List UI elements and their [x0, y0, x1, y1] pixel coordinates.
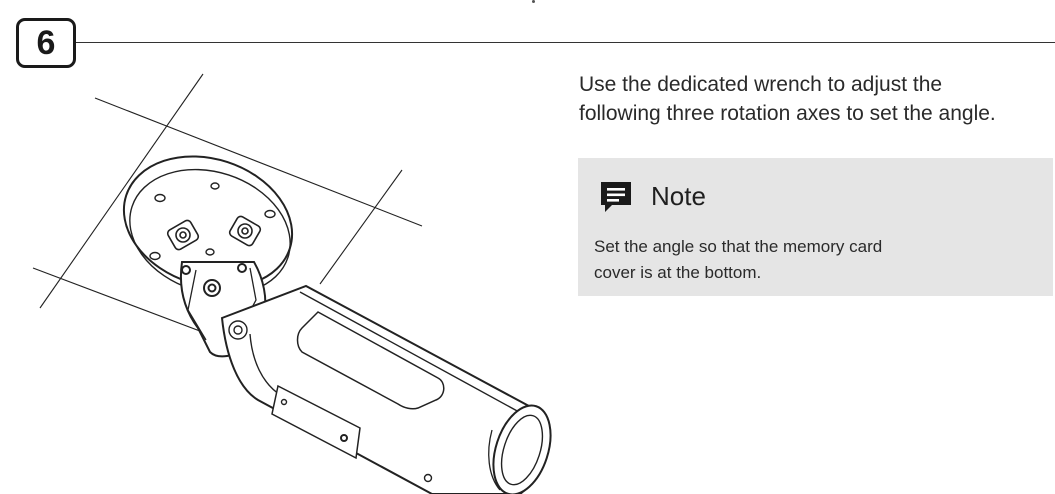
note-icon — [601, 182, 631, 212]
note-text: Set the angle so that the memory card co… — [594, 234, 1014, 286]
step-divider-line — [76, 42, 1055, 43]
camera-mount-illustration — [32, 73, 552, 494]
step-number: 6 — [36, 23, 56, 62]
page-marker-dot — [532, 0, 535, 3]
instruction-text: Use the dedicated wrench to adjust the f… — [579, 70, 1049, 128]
step-number-badge: 6 — [16, 18, 76, 68]
note-box: Note Set the angle so that the memory ca… — [578, 158, 1053, 296]
note-title: Note — [651, 181, 706, 211]
note-line-1: Set the angle so that the memory card — [594, 237, 883, 256]
instruction-line-1: Use the dedicated wrench to adjust the — [579, 73, 943, 96]
note-line-2: cover is at the bottom. — [594, 263, 762, 282]
instruction-line-2: following three rotation axes to set the… — [579, 102, 996, 125]
